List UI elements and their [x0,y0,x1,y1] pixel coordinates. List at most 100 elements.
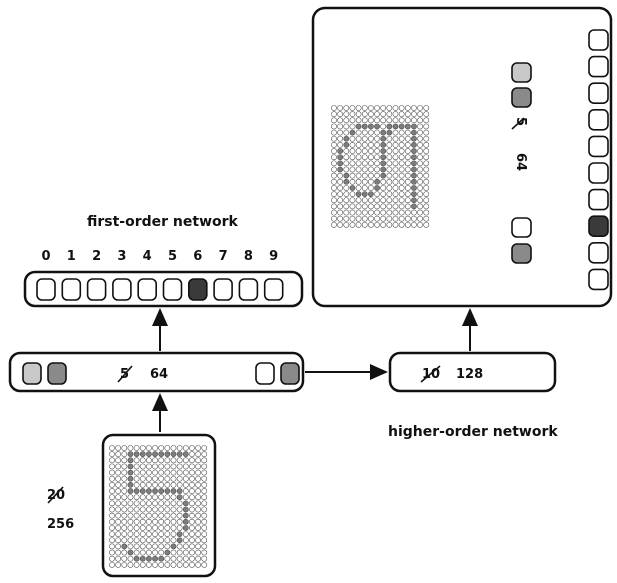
higher-order-output-unit [588,135,609,158]
input-pixel-off [146,549,152,556]
reconstruction-pixel-off [374,215,380,222]
input-pixel-off [133,561,140,568]
input-pixel-off [182,488,189,494]
reconstruction-pixel-off [380,185,387,191]
input-pixel-off [201,561,208,568]
input-pixel-off [109,445,115,451]
input-pixel-off [176,500,183,507]
reconstruction-pixel-off [404,197,411,204]
reconstruction-pixel-off [368,117,374,124]
input-pixel-off [201,457,208,464]
input-pixel-off [109,475,115,482]
reconstruction-pixel-off [404,105,411,111]
input-pixel-off [195,549,201,556]
input-pixel-off [109,451,115,458]
reconstruction-pixel-off [343,191,350,197]
reconstruction-pixel-off [361,142,368,148]
reconstruction-pixel-off [417,209,423,216]
input-pixel-off [133,469,140,476]
input-pixel-off [146,512,152,519]
input-pixel-off [109,457,115,464]
higher-hidden-size: 128 [456,367,483,382]
input-pixel-off [182,445,189,451]
reconstruction-pixel-off [398,166,405,173]
reconstruction-pixel-off [355,142,362,148]
reconstruction-pixel-off [411,117,417,124]
input-pixel-off [109,543,115,550]
input-pixel-off [152,561,158,568]
reconstruction-pixel-off [392,197,399,204]
input-pixel-off [189,500,195,507]
input-pixel-off [195,531,201,537]
higher-order-hidden-unit [511,243,532,264]
reconstruction-pixel-off [423,160,430,167]
input-pixel-off [176,518,183,525]
reconstruction-pixel-off [392,166,399,173]
input-pixel-off [133,482,140,488]
input-pixel-off [164,543,171,550]
input-pixel-off [201,549,208,556]
reconstruction-pixel-off [361,148,368,154]
reconstruction-pixel-off [374,154,380,161]
reconstruction-pixel-off [398,172,405,179]
reconstruction-pixel-off [361,203,368,210]
reconstruction-pixel-on [380,135,387,142]
reconstruction-pixel-on [380,166,387,173]
reconstruction-pixel-off [411,221,417,228]
reconstruction-pixel-off [392,209,399,216]
reconstruction-pixel-off [380,123,387,130]
reconstruction-pixel-off [349,197,356,204]
input-pixel-off [170,475,177,482]
reconstruction-pixel-off [404,154,411,161]
reconstruction-pixel-off [386,197,393,204]
reconstruction-pixel-off [355,117,362,124]
digit-label-9: 9 [269,249,278,264]
reconstruction-pixel-off [392,215,399,222]
input-pixel-off [176,512,183,519]
digit-label-7: 7 [219,249,228,264]
input-pixel-off [121,482,128,488]
input-pixel-off [133,537,140,544]
reconstruction-pixel-on [361,191,368,197]
reconstruction-pixel-off [417,154,423,161]
input-pixel-off [164,482,171,488]
reconstruction-pixel-off [331,185,337,191]
reconstruction-pixel-on [343,172,350,179]
reconstruction-pixel-off [355,135,362,142]
reconstruction-pixel-off [349,178,356,185]
reconstruction-pixel-on [343,178,350,185]
input-pixel-off [195,463,201,470]
reconstruction-pixel-on [349,185,356,191]
input-pixel-off [176,555,183,562]
reconstruction-pixel-off [411,111,417,118]
input-pixel-off [195,543,201,550]
input-pixel-on [170,543,177,550]
reconstruction-pixel-off [331,178,337,185]
input-pixel-off [164,518,171,525]
input-pixel-off [195,525,201,531]
input-pixel-off [127,555,134,562]
input-pixel-off [152,494,158,501]
hidden-unit-mid [280,362,300,385]
reconstruction-pixel-off [423,154,430,161]
reconstruction-pixel-off [374,203,380,210]
reconstruction-pixel-off [417,197,423,204]
reconstruction-pixel-off [386,148,393,154]
reconstruction-pixel-off [337,221,344,228]
reconstruction-pixel-off [386,135,393,142]
input-pixel-off [164,445,171,451]
input-pixel-off [201,469,208,476]
reconstruction-pixel-off [398,191,405,197]
input-pixel-off [133,506,140,513]
input-pixel-off [189,518,195,525]
reconstruction-pixel-on [368,123,374,130]
reconstruction-pixel-off [331,129,337,136]
reconstruction-pixel-off [337,209,344,216]
reconstruction-pixel-off [343,166,350,173]
input-pixel-off [109,555,115,562]
reconstruction-pixel-off [423,191,430,197]
reconstruction-pixel-off [386,191,393,197]
reconstruction-pixel-off [343,117,350,124]
reconstruction-pixel-on [361,123,368,130]
reconstruction-pixel-off [417,148,423,154]
